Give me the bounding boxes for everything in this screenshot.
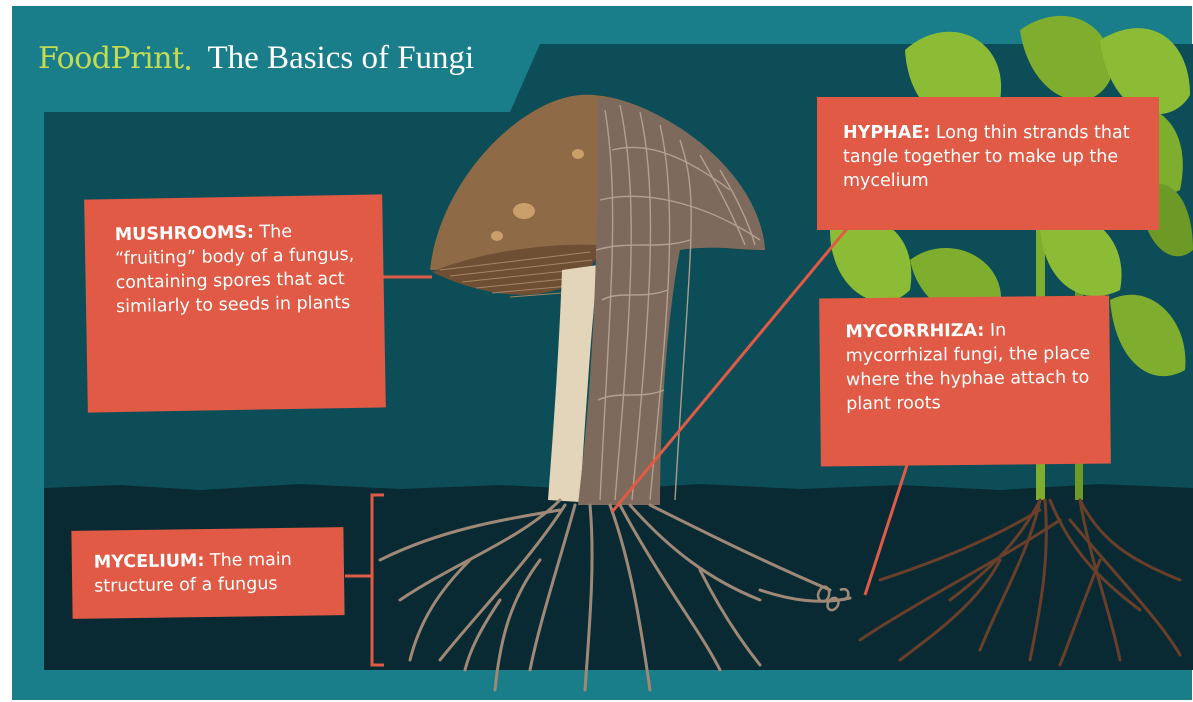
mushrooms-term: MUSHROOMS: — [115, 223, 254, 245]
mycorrhiza-term: MYCORRHIZA: — [845, 321, 984, 342]
cap-spot — [513, 203, 535, 219]
mycorrhiza-callout: MYCORRHIZA: In mycorrhizal fungi, the pl… — [819, 295, 1111, 466]
header: FoodPrint The Basics of Fungi — [38, 40, 474, 77]
page-title: The Basics of Fungi — [208, 40, 475, 77]
mycelium-callout: MYCELIUM: The main structure of a fungus — [71, 527, 344, 619]
hyphae-callout: HYPHAE: Long thin strands that tangle to… — [817, 97, 1159, 230]
foodprint-logo[interactable]: FoodPrint — [38, 41, 184, 76]
mushrooms-callout: MUSHROOMS: The “fruiting” body of a fung… — [84, 194, 386, 412]
cap-spot — [491, 231, 503, 241]
hyphae-term: HYPHAE: — [843, 123, 930, 143]
mycelium-term: MYCELIUM: — [94, 551, 205, 573]
logo-dot — [186, 66, 190, 70]
cap-spot — [572, 149, 584, 159]
